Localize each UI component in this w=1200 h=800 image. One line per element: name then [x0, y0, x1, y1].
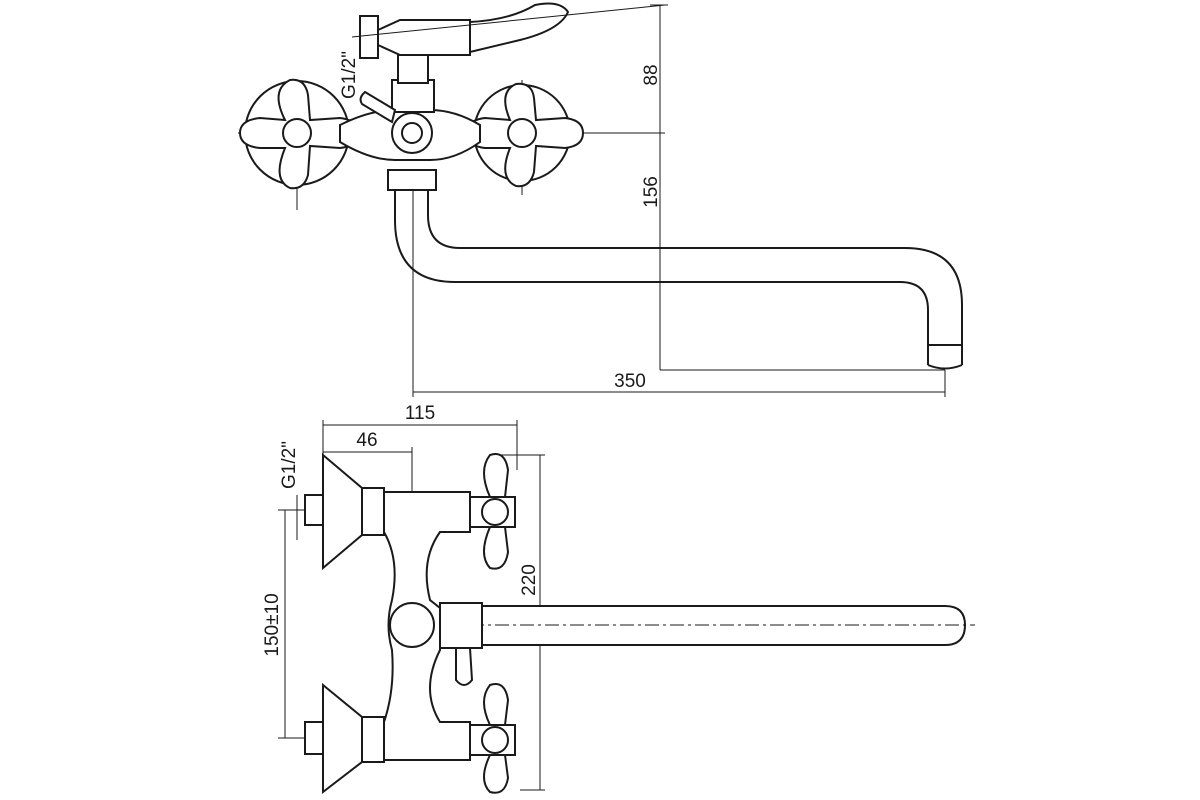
lower-flange [322, 682, 363, 795]
top-view: 88 156 350 G1/2" [238, 2, 963, 397]
dim-label-115: 115 [405, 403, 435, 424]
lower-nut [361, 716, 385, 763]
spout-inner [427, 180, 963, 365]
diverter-core [401, 122, 423, 144]
left-handle-cap [282, 118, 312, 148]
upper-handle-cross [483, 453, 510, 570]
hose-connector [377, 19, 471, 56]
lower-handle-cross [483, 683, 510, 794]
spout-nut [387, 169, 437, 191]
side-diverter-lever [455, 647, 474, 686]
diverter-housing [391, 79, 435, 113]
upper-side-handle[interactable] [469, 453, 516, 570]
side-diverter-nut [389, 602, 435, 648]
dim-label-350: 350 [614, 371, 646, 392]
hose-lever [469, 2, 570, 54]
lower-handle-cap [481, 726, 509, 754]
lower-side-handle[interactable] [469, 683, 516, 794]
right-cross-handle[interactable] [465, 82, 585, 188]
upper-flange [322, 452, 363, 571]
left-cross-handle[interactable] [238, 78, 360, 190]
spout-outer [394, 180, 929, 365]
right-handle-cap [507, 118, 537, 148]
dim-label-156: 156 [641, 176, 662, 208]
thread-label-top: G1/2" [339, 51, 360, 99]
hose-centerline [351, 4, 666, 38]
spout-collar [439, 602, 483, 649]
side-view: 115 46 220 150±10 G1/2" [262, 403, 975, 795]
dim-label-88: 88 [641, 64, 662, 85]
dim-label-46: 46 [356, 430, 377, 451]
upper-nut [361, 487, 385, 536]
hose-base [397, 54, 429, 84]
spout-tip [927, 344, 963, 370]
dim-label-150: 150±10 [262, 593, 283, 656]
dim-label-220: 220 [519, 564, 540, 596]
thread-label-side: G1/2" [279, 441, 300, 489]
diverter-lever [359, 90, 397, 124]
upper-handle-cap [481, 498, 509, 526]
hose-thread [359, 15, 379, 59]
